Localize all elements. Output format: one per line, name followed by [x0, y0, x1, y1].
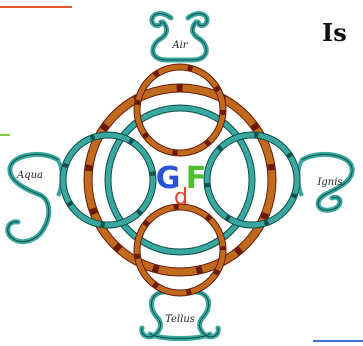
tellus-label: Tellus — [165, 314, 195, 325]
ignis-label: Ignis — [316, 177, 342, 188]
tellus-scroll: Tellus — [142, 292, 219, 339]
aqua-scroll: Aqua — [8, 154, 62, 241]
ignis-scroll: Ignis — [298, 154, 352, 210]
logo-letter-f: F — [186, 161, 207, 196]
air-label: Air — [171, 40, 188, 51]
aqua-label: Aqua — [16, 170, 43, 181]
gdf-logo: G d F — [156, 161, 207, 210]
air-scroll: Air — [152, 14, 207, 60]
